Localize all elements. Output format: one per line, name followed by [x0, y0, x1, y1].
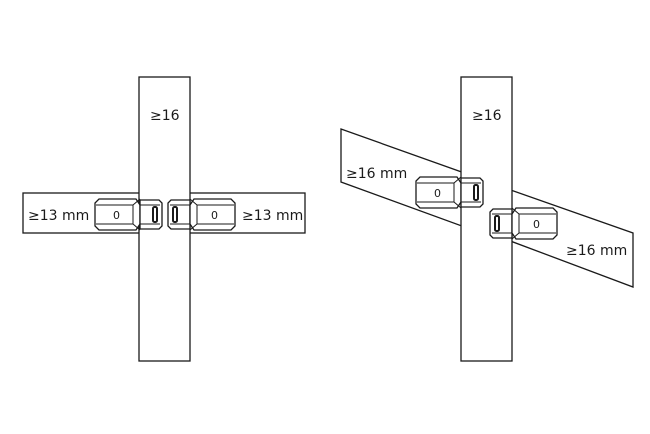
magnet-upper: [460, 177, 484, 208]
module-mark: 0: [211, 209, 218, 222]
sensor-body-right: 0: [189, 198, 236, 231]
magnet-right: [167, 199, 191, 230]
vertical-gap-label: ≥16: [472, 108, 502, 124]
sensor-body-upper: 0: [415, 176, 462, 209]
magnet-left: [139, 199, 163, 230]
sensor-body-left: 0: [94, 198, 141, 231]
left-diagram: ≥16 ≥13 mm ≥13 mm 0 0: [22, 76, 306, 362]
sensor-body-lower: 0: [511, 207, 558, 240]
right-diagram: ≥16 ≥16 mm ≥16 mm 0 0: [340, 76, 634, 362]
magnet-lower: [489, 208, 513, 239]
left-gap-label: ≥13 mm: [28, 208, 89, 224]
module-mark: 0: [434, 187, 441, 200]
module-mark: 0: [113, 209, 120, 222]
right-gap-label: ≥13 mm: [242, 208, 303, 224]
vertical-gap-label: ≥16: [150, 108, 180, 124]
upper-gap-label: ≥16 mm: [346, 166, 407, 182]
lower-gap-label: ≥16 mm: [566, 243, 627, 259]
module-mark: 0: [533, 218, 540, 231]
